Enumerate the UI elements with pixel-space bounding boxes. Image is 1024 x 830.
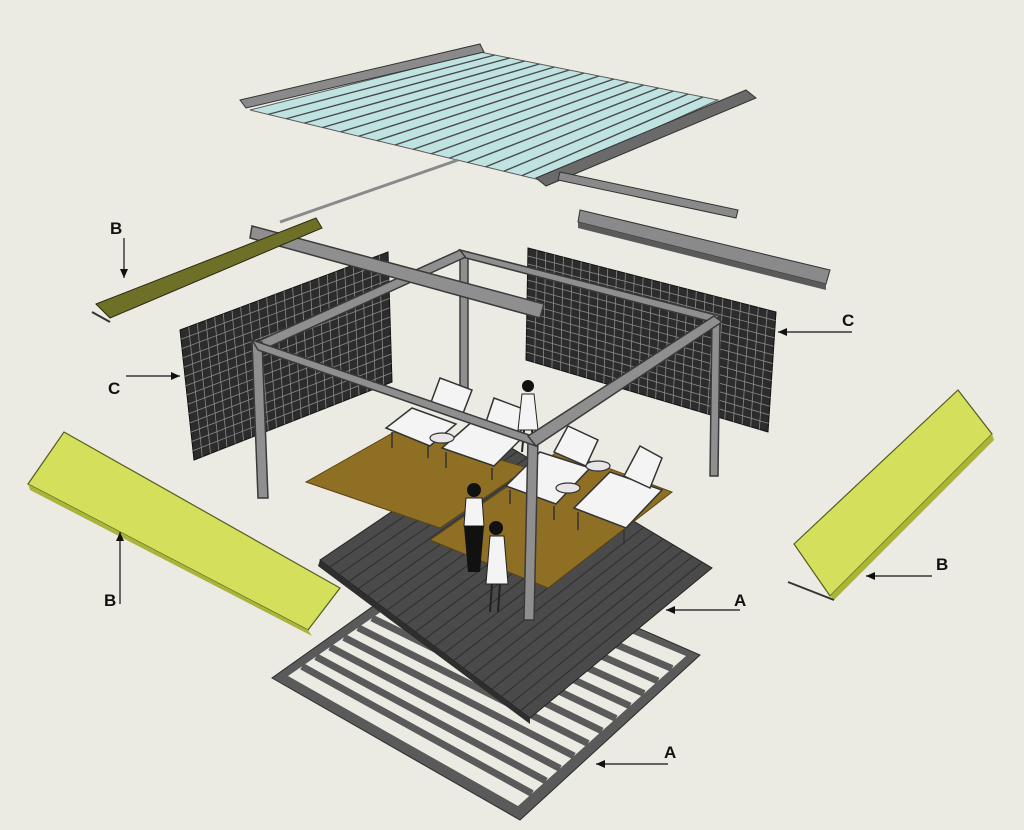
callout-b-top-left: B — [110, 219, 128, 278]
pergola-frame-front — [249, 225, 724, 621]
label-c-left: C — [108, 379, 120, 398]
callout-b-right: B — [866, 555, 948, 580]
callout-a-upper: A — [666, 591, 746, 614]
awning-right — [787, 389, 994, 601]
label-c-right: C — [842, 311, 854, 330]
roof-beam-right — [557, 171, 739, 219]
roof-glass-panels — [239, 43, 757, 187]
callout-a-lower: A — [596, 743, 676, 768]
roof-beam-lower-right — [577, 209, 831, 290]
label-b-right: B — [936, 555, 948, 574]
roof-strut — [279, 158, 459, 224]
awning-top-left — [91, 217, 323, 323]
side-tables — [429, 432, 611, 494]
label-a-upper: A — [734, 591, 746, 610]
awning-left — [27, 431, 341, 636]
label-b-left: B — [104, 591, 116, 610]
lounger-4 — [572, 444, 664, 544]
person-woman — [485, 521, 509, 613]
label-b-top-left: B — [110, 219, 122, 238]
callout-b-left: B — [104, 532, 124, 610]
label-a-lower: A — [664, 743, 676, 762]
person-man — [463, 483, 485, 572]
callout-c-left: C — [108, 372, 180, 398]
callout-c-right: C — [778, 311, 854, 336]
